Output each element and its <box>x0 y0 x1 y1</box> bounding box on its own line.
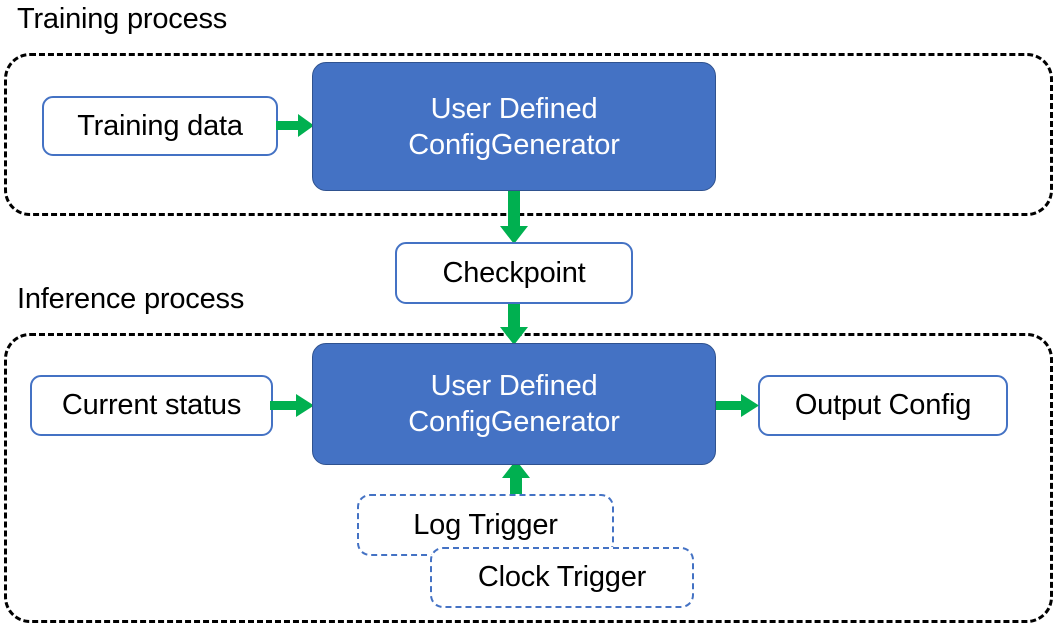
node-output-config-label: Output Config <box>794 389 972 421</box>
node-training-data-label: Training data <box>77 109 243 142</box>
node-current-status-label: Current status <box>61 389 242 421</box>
node-output-config[interactable]: Output Config <box>758 375 1008 436</box>
node-checkpoint-label: Checkpoint <box>442 256 586 289</box>
inference-process-container <box>4 333 1053 623</box>
arrow-trigger-to-generator <box>500 460 532 500</box>
generator-training-label-line2: ConfigGenerator <box>408 128 620 161</box>
training-process-container <box>4 53 1053 216</box>
node-clock-trigger-label: Clock Trigger <box>477 561 647 593</box>
node-checkpoint[interactable]: Checkpoint <box>395 242 633 304</box>
training-process-caption: Training process <box>17 3 228 35</box>
node-user-defined-configgenerator-training[interactable]: User Defined ConfigGenerator <box>312 62 716 191</box>
arrow-current-status-to-generator <box>270 390 316 422</box>
generator-inference-label-line2: ConfigGenerator <box>408 406 620 438</box>
node-log-trigger-label: Log Trigger <box>413 508 558 541</box>
node-training-data[interactable]: Training data <box>42 96 278 156</box>
arrow-generator-to-output-config <box>713 390 761 422</box>
node-current-status[interactable]: Current status <box>30 375 273 436</box>
arrow-training-data-to-generator <box>276 110 316 142</box>
generator-inference-label-line1: User Defined <box>430 370 598 402</box>
node-clock-trigger[interactable]: Clock Trigger <box>430 547 694 608</box>
generator-training-label-line1: User Defined <box>430 92 598 125</box>
arrow-generator-to-checkpoint <box>498 186 530 246</box>
node-user-defined-configgenerator-inference[interactable]: User Defined ConfigGenerator <box>312 343 716 465</box>
inference-process-caption: Inference process <box>17 283 245 315</box>
arrow-checkpoint-to-generator <box>498 299 530 347</box>
node-log-trigger[interactable]: Log Trigger <box>357 494 614 556</box>
